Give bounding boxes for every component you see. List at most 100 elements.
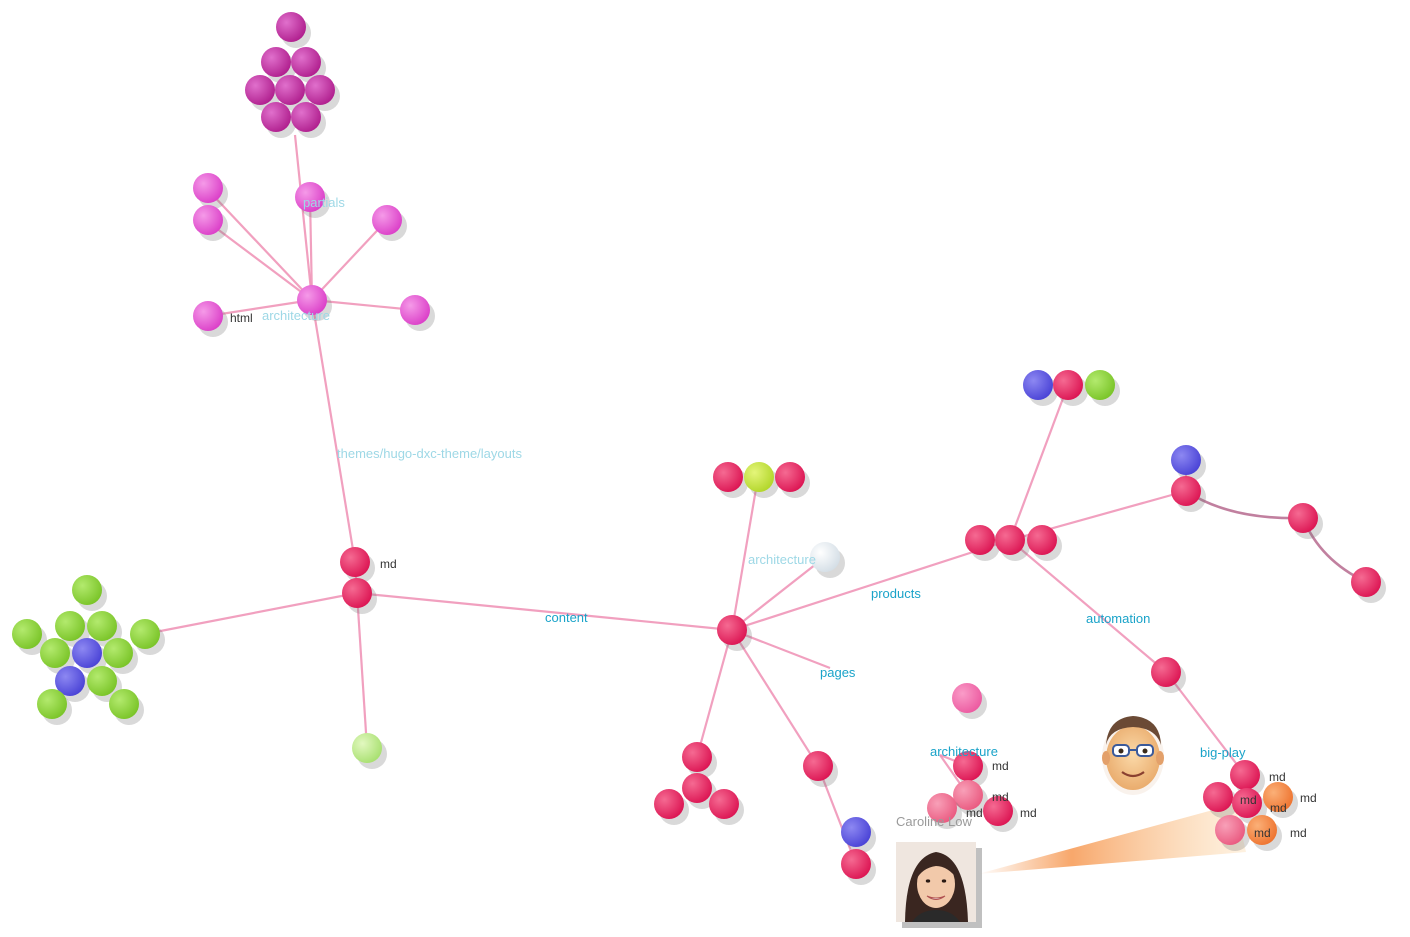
node-sphere [193,301,223,331]
file-node[interactable] [1247,815,1282,851]
file-node[interactable] [841,817,876,853]
file-node[interactable] [1351,567,1386,603]
file-node[interactable] [744,462,779,498]
dir-label-products: products [871,586,921,601]
dir-label-pages: pages [820,665,856,680]
file-node[interactable] [103,638,138,674]
file-label-md: md [992,790,1009,804]
edge [207,189,313,301]
node-sphere [72,638,102,668]
file-node[interactable] [193,173,228,209]
file-node[interactable] [709,789,744,825]
file-node[interactable] [1027,525,1062,561]
file-label-html: html [230,311,253,325]
node-sphere [276,12,306,42]
file-node[interactable] [803,751,838,787]
node-sphere [275,75,305,105]
file-label-md: md [1270,801,1287,815]
node-sphere [682,773,712,803]
cartoon-avatar-icon [1102,716,1164,795]
file-node[interactable] [654,789,689,825]
labels: partials html architecture themes/hugo-d… [230,195,1317,840]
dir-label-partials: partials [303,195,345,210]
node-sphere [709,789,739,819]
node-sphere [1215,815,1245,845]
file-node[interactable] [276,12,311,48]
file-node[interactable] [1053,370,1088,406]
edge [730,476,760,631]
file-node[interactable] [305,75,340,111]
edge [731,538,1011,632]
node-sphere [37,689,67,719]
file-node[interactable] [1151,657,1186,693]
file-node[interactable] [372,205,407,241]
file-node[interactable] [1203,782,1238,818]
file-node[interactable] [983,796,1018,832]
file-node[interactable] [130,619,165,655]
file-node[interactable] [342,578,377,614]
node-sphere [55,666,85,696]
edge [293,134,314,301]
file-node[interactable] [953,780,988,816]
edge [816,765,858,865]
node-sphere [1023,370,1053,400]
node-sphere [654,789,684,819]
file-node[interactable] [995,525,1030,561]
node-sphere [261,102,291,132]
file-node[interactable] [340,547,375,583]
file-node[interactable] [1263,782,1298,818]
edge [308,196,314,301]
node-sphere [1027,525,1057,555]
file-node[interactable] [55,666,90,702]
node-sphere [983,796,1013,826]
file-node[interactable] [193,301,228,337]
file-node[interactable] [1215,815,1250,851]
file-label-md: md [992,759,1009,773]
dir-label-content: content [545,610,588,625]
file-node[interactable] [72,575,107,611]
node-sphere [1247,815,1277,845]
edge [731,629,819,767]
file-node[interactable] [295,182,330,218]
node-sphere [12,619,42,649]
node-sphere [40,638,70,668]
file-node[interactable] [291,102,326,138]
file-node[interactable] [965,525,1000,561]
file-node[interactable] [717,615,752,651]
file-node[interactable] [841,849,876,885]
dir-label-themes-layouts: themes/hugo-dxc-theme/layouts [337,446,522,461]
file-node[interactable] [810,542,845,578]
node-sphere [953,751,983,781]
node-sphere [927,793,957,823]
file-node[interactable] [775,462,810,498]
file-label-md: md [1269,770,1286,784]
file-node[interactable] [1171,445,1206,481]
edge [1009,539,1167,673]
file-node[interactable] [1288,503,1323,539]
node-sphere [1053,370,1083,400]
file-node[interactable] [682,742,717,778]
file-node[interactable] [261,102,296,138]
file-node[interactable] [37,689,72,725]
file-node[interactable] [109,689,144,725]
file-node[interactable] [1171,476,1206,512]
user-avatar-second[interactable] [1102,716,1164,795]
file-node[interactable] [927,793,962,829]
edge [310,299,357,563]
file-node[interactable] [953,751,988,787]
file-node[interactable] [193,205,228,241]
file-node[interactable] [400,295,435,331]
file-node[interactable] [297,285,332,321]
file-node[interactable] [952,683,987,719]
node-sphere [193,205,223,235]
file-node[interactable] [12,619,47,655]
node-sphere [1232,788,1262,818]
node-sphere [245,75,275,105]
user-avatar-caroline[interactable] [896,842,982,928]
file-node[interactable] [352,733,387,769]
file-node[interactable] [1085,370,1120,406]
file-node[interactable] [1230,760,1265,796]
file-node[interactable] [1023,370,1058,406]
file-node[interactable] [713,462,748,498]
